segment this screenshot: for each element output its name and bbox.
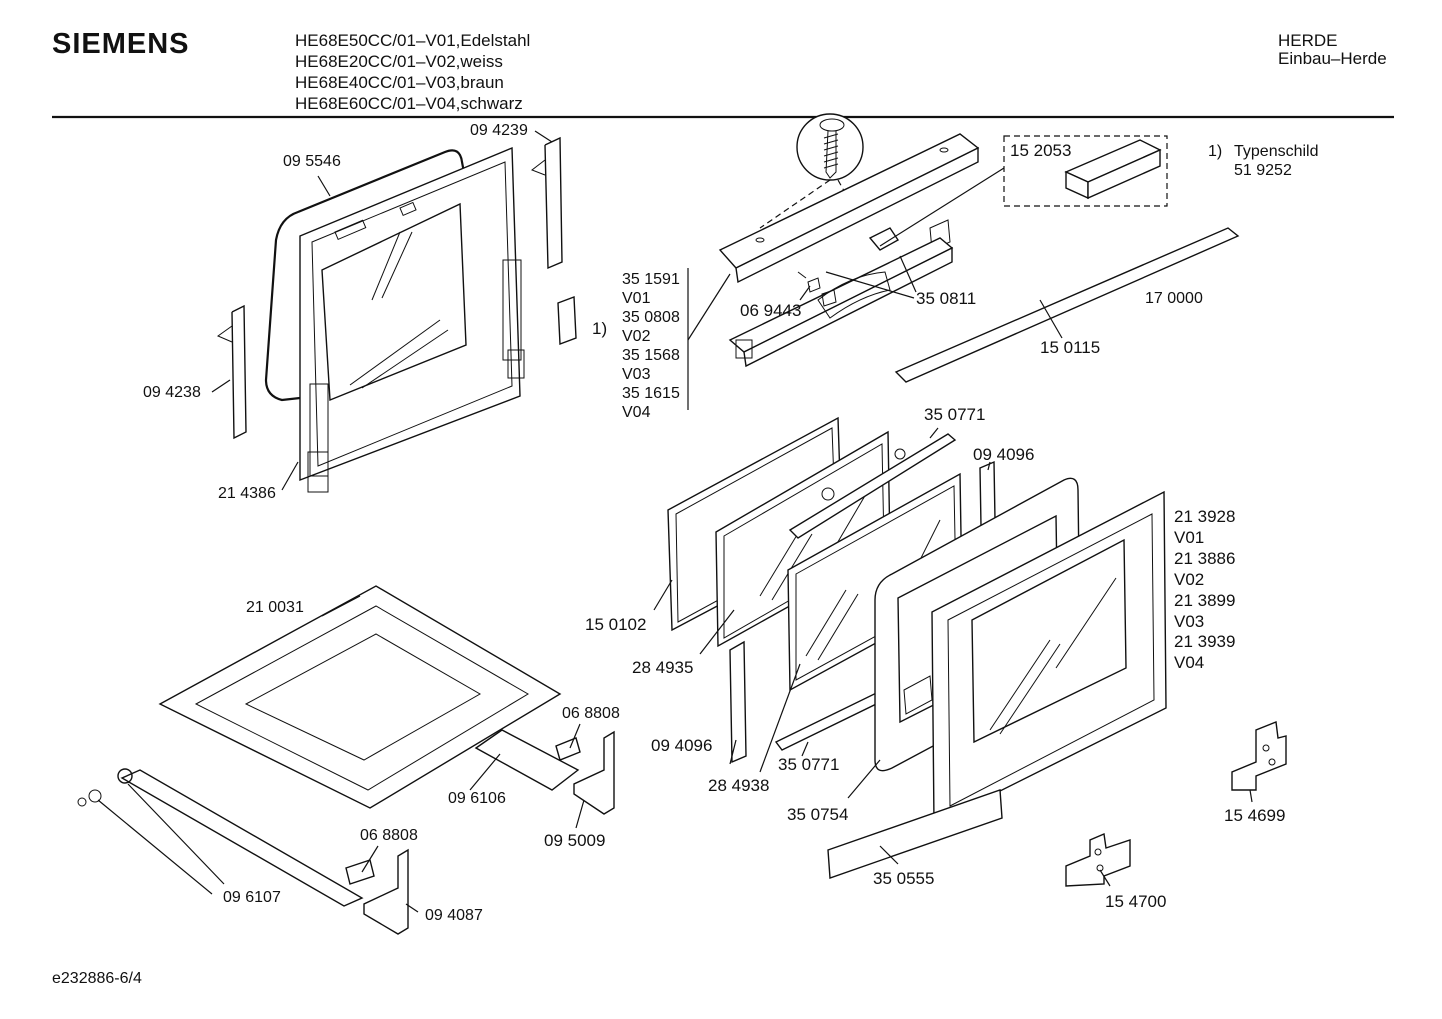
- variant-front-6: V03: [1174, 612, 1204, 631]
- variant-front-2: V01: [1174, 528, 1204, 547]
- bottom-rail: [474, 729, 580, 791]
- footnote-marker: 1): [1208, 143, 1222, 160]
- part-label-350771-upper: 35 0771: [924, 405, 985, 424]
- part-label-094238: 09 4238: [143, 384, 201, 401]
- variant-top-3: 35 0808: [622, 309, 680, 326]
- oven-bottom-plate: [158, 585, 562, 809]
- front-rail-with-roller: [77, 768, 364, 907]
- variant-front-1: 21 3928: [1174, 507, 1235, 526]
- variant-top-8: V04: [622, 404, 651, 421]
- part-label-350555: 35 0555: [873, 869, 934, 888]
- part-label-095546: 09 5546: [283, 153, 341, 170]
- inner-door-assembly: [264, 146, 525, 493]
- subcategory-label: Einbau–Herde: [1278, 49, 1387, 68]
- variant-top-1: 35 1591: [622, 271, 680, 288]
- variant-top-7: 35 1615: [622, 385, 680, 402]
- variant-front-4: V02: [1174, 570, 1204, 589]
- part-label-094087: 09 4087: [425, 907, 483, 924]
- part-label-068808-upper: 06 8808: [562, 705, 620, 722]
- corner-bracket-upper: [573, 730, 615, 815]
- part-label-152053: 15 2053: [1010, 141, 1071, 160]
- side-strip-lower: [729, 640, 747, 764]
- model-line-4: HE68E60CC/01–V04,schwarz: [295, 94, 523, 113]
- part-label-154699: 15 4699: [1224, 806, 1285, 825]
- part-label-069443: 06 9443: [740, 301, 801, 320]
- footnote-ref-marker: 1): [592, 319, 607, 338]
- variant-top-5: 35 1568: [622, 347, 680, 364]
- accessory-block: [1064, 139, 1162, 200]
- glass-bracket-upper: [788, 433, 957, 539]
- brand-logo: SIEMENS: [52, 28, 190, 60]
- variant-top-6: V03: [622, 366, 651, 383]
- footnote-part: 51 9252: [1234, 162, 1292, 179]
- screw-detail-circle: [796, 113, 864, 181]
- hinge-bracket-right: [1231, 721, 1287, 791]
- rating-plate-sticker: [557, 296, 577, 345]
- part-label-094239: 09 4239: [470, 122, 528, 139]
- document-id: e232886-6/4: [52, 970, 142, 987]
- footnote-title: Typenschild: [1234, 143, 1319, 160]
- part-label-350754: 35 0754: [787, 805, 848, 824]
- part-label-154700: 15 4700: [1105, 892, 1166, 911]
- clip-strip-left: [216, 304, 247, 440]
- corner-bracket-lower: [363, 848, 409, 935]
- part-label-284935: 28 4935: [632, 658, 693, 677]
- hinge-bracket-left: [1065, 832, 1131, 887]
- door-glass-inner: [715, 430, 891, 648]
- model-line-3: HE68E40CC/01–V03,braun: [295, 73, 504, 92]
- screw-icon: [819, 118, 845, 179]
- leader-lines: [97, 130, 1253, 913]
- part-label-068808-lower: 06 8808: [360, 827, 418, 844]
- variant-top-2: V01: [622, 290, 651, 307]
- accessory-box-outline: [1003, 135, 1168, 207]
- variant-front-3: 21 3886: [1174, 549, 1235, 568]
- control-bar-bottom: [728, 237, 954, 368]
- clip-lower: [345, 859, 375, 885]
- part-label-096106: 09 6106: [448, 790, 506, 807]
- part-label-096107: 09 6107: [223, 889, 281, 906]
- control-bar-top: [718, 133, 980, 284]
- variant-top-4: V02: [622, 328, 651, 345]
- part-label-350771-lower: 35 0771: [778, 755, 839, 774]
- bottom-trim: [827, 789, 1003, 879]
- part-label-095009: 09 5009: [544, 831, 605, 850]
- part-label-150115: 15 0115: [1040, 338, 1100, 357]
- part-label-094096-upper: 09 4096: [973, 445, 1034, 464]
- variant-front-5: 21 3899: [1174, 591, 1235, 610]
- clip-upper: [555, 737, 581, 761]
- model-line-1: HE68E50CC/01–V01,Edelstahl: [295, 31, 530, 50]
- door-front-panel: [931, 490, 1167, 826]
- small-pin-parts: [797, 271, 837, 307]
- variant-front-8: V04: [1174, 653, 1204, 672]
- long-trim-strip: [894, 227, 1240, 383]
- part-label-170000: 17 0000: [1145, 290, 1203, 307]
- part-label-284938: 28 4938: [708, 776, 769, 795]
- category-label: HERDE: [1278, 31, 1338, 50]
- variant-front-7: 21 3939: [1174, 632, 1235, 651]
- model-line-2: HE68E20CC/01–V02,weiss: [295, 52, 503, 71]
- part-label-150102: 15 0102: [585, 615, 646, 634]
- clip-strip-right: [530, 136, 563, 270]
- part-label-214386: 21 4386: [218, 485, 276, 502]
- part-label-094096-lower: 09 4096: [651, 736, 712, 755]
- part-label-350811: 35 0811: [916, 289, 976, 308]
- part-label-210031: 21 0031: [246, 599, 304, 616]
